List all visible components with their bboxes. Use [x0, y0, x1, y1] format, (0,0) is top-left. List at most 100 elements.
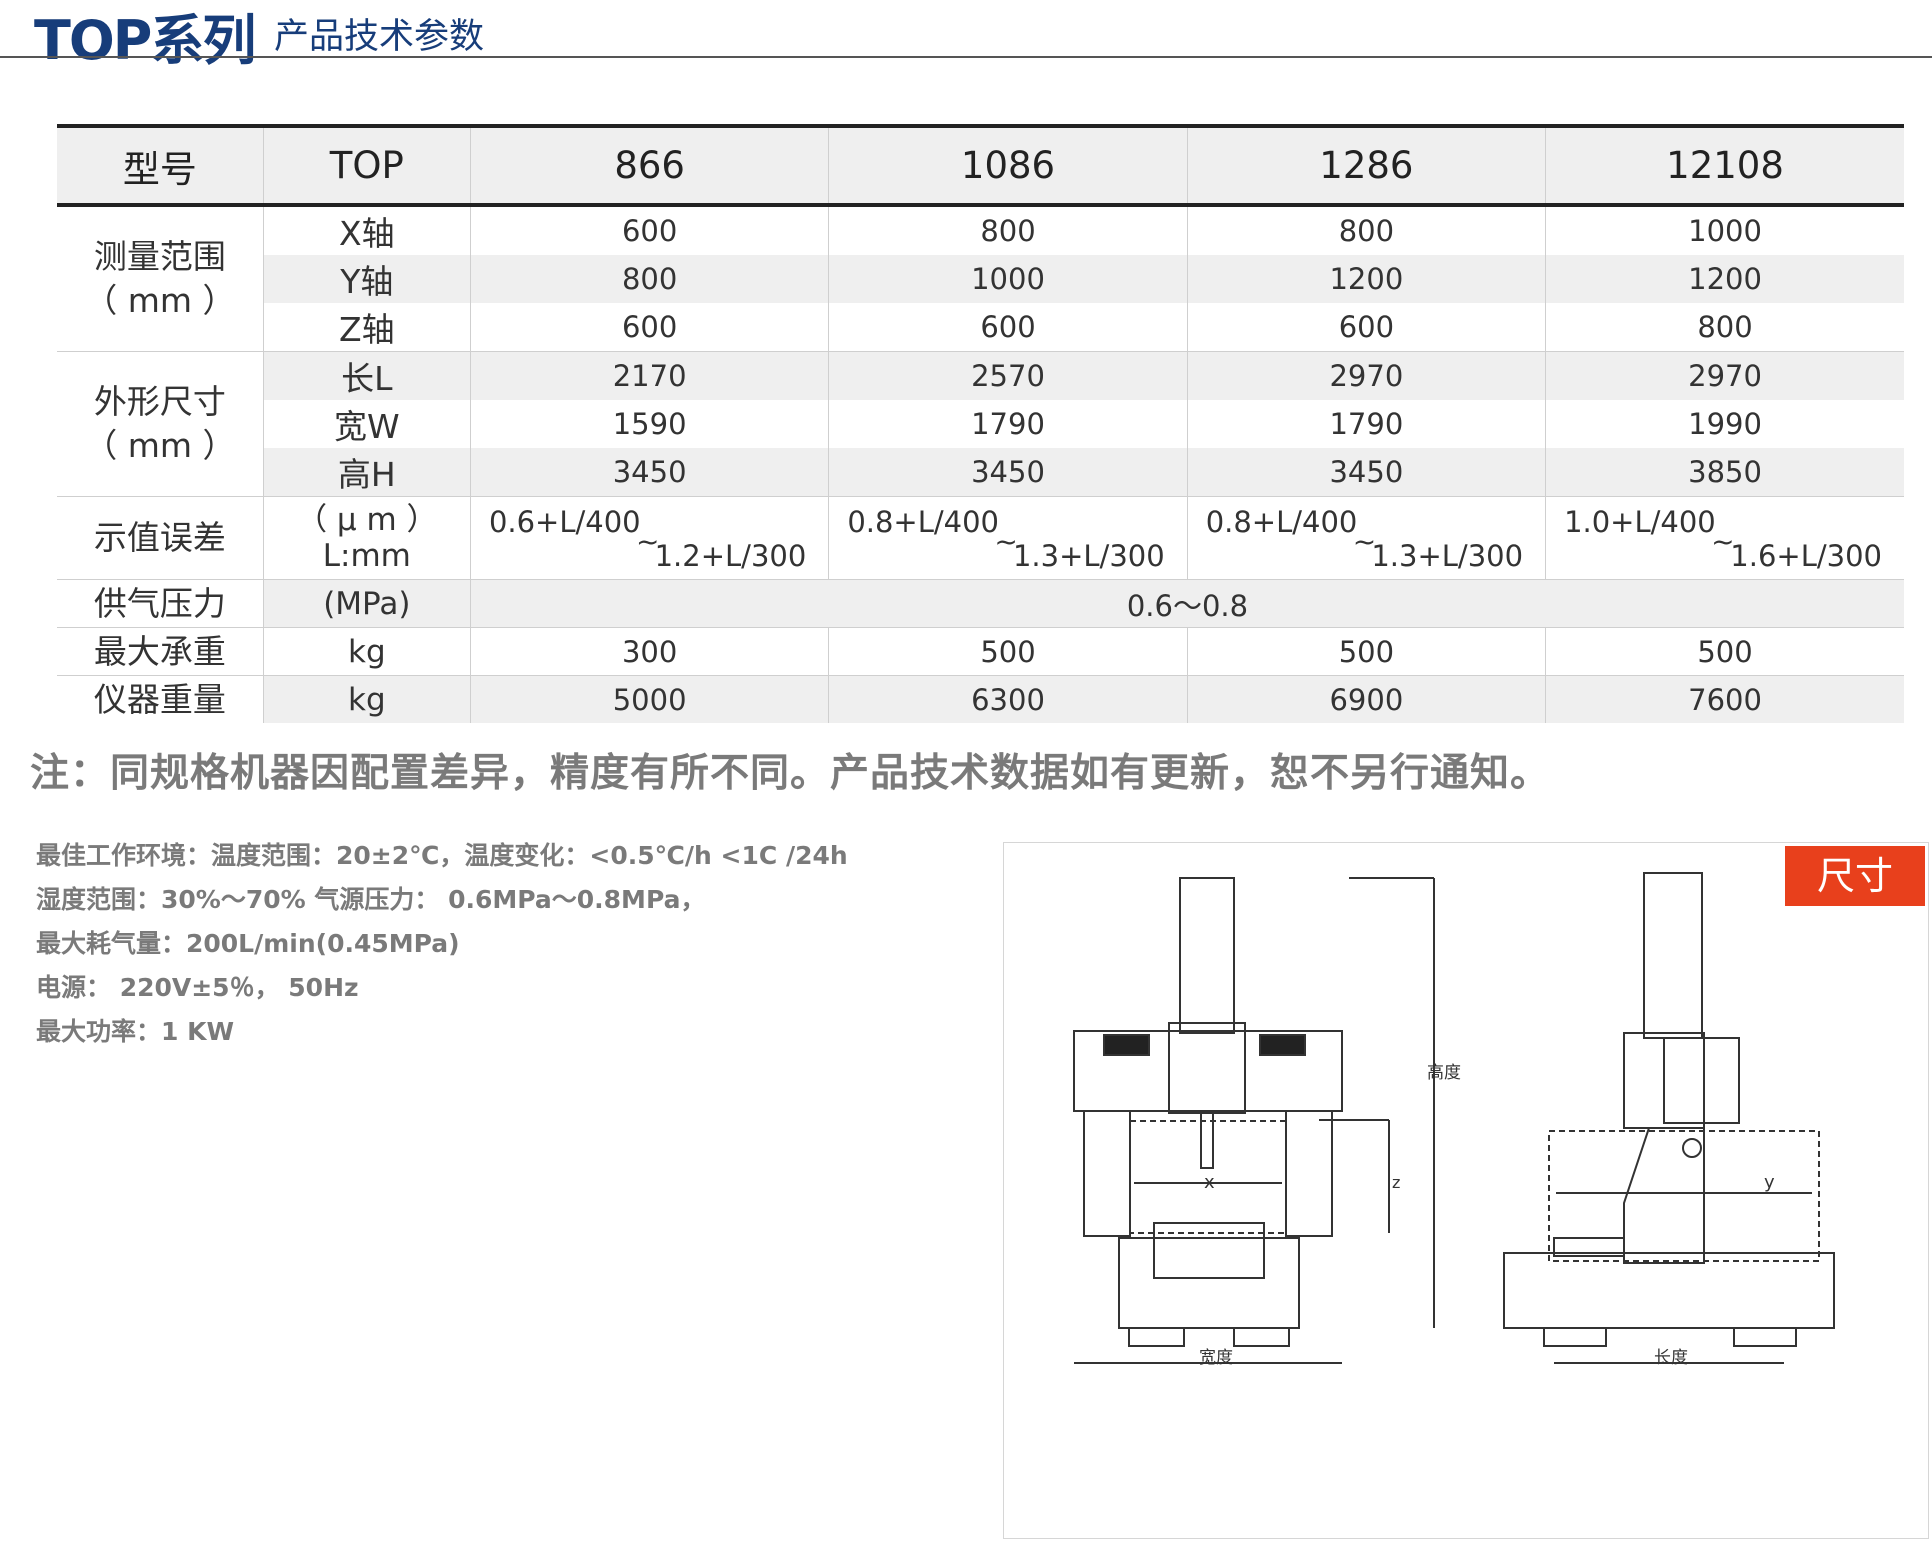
table-cell: 1200	[1545, 255, 1904, 303]
range-unit: （ mm ）	[84, 281, 236, 320]
load-unit: kg	[262, 627, 471, 676]
table-cell: 2170	[469, 351, 829, 400]
range-group-label: 测量范围 （ mm ）	[57, 205, 264, 352]
table-cell: 500	[828, 627, 1188, 676]
table-cell: 2970	[1186, 351, 1546, 400]
table-row: Y轴 800 1000 1200 1200	[57, 255, 1904, 303]
table-cell: 600	[469, 303, 829, 352]
env-line-temperature: 最佳工作环境：温度范围：20±2℃，温度变化：<0.5℃/h <1C /24h	[36, 841, 848, 870]
z-axis-label: z	[1392, 1173, 1400, 1192]
table-row: 宽W 1590 1790 1790 1990	[57, 400, 1904, 448]
disclaimer-note: 注：同规格机器因配置差异，精度有所不同。产品技术数据如有更新，恕不另行通知。	[30, 751, 1551, 796]
accuracy-base: 0.8+L/400	[847, 505, 1000, 539]
front-view	[1073, 877, 1435, 1364]
accuracy-tilde: ~	[1352, 525, 1377, 558]
header-model-1086: 1086	[828, 124, 1188, 207]
table-row: 仪器重量 kg 5000 6300 6900 7600	[57, 675, 1904, 723]
air-unit: (MPa)	[262, 579, 471, 628]
accuracy-unit-um: （ μ m ）	[296, 502, 438, 538]
table-cell: 0.8+L/400 ~ 1.3+L/300	[1186, 496, 1546, 580]
accuracy-max: 1.3+L/300	[1012, 539, 1165, 573]
table-cell: 1200	[1186, 255, 1546, 303]
y-axis-label: y	[1764, 1172, 1775, 1193]
axis-label: 宽W	[262, 400, 471, 448]
accuracy-max: 1.6+L/300	[1730, 539, 1882, 573]
header-model-12108: 12108	[1545, 124, 1904, 207]
accuracy-tilde: ~	[994, 525, 1018, 558]
table-row: 最大承重 kg 300 500 500 500	[57, 627, 1904, 676]
accuracy-tilde: ~	[635, 525, 660, 558]
table-header-row: 型号 TOP 866 1086 1286 12108	[57, 124, 1904, 207]
table-cell: 3450	[469, 448, 829, 497]
table-cell: 600	[469, 205, 829, 255]
table-cell: 500	[1186, 627, 1546, 676]
table-cell: 1990	[1545, 400, 1904, 448]
env-line-humidity: 湿度范围：30%～70% 气源压力： 0.6MPa～0.8MPa，	[36, 885, 706, 914]
width-label: 宽度	[1199, 1348, 1233, 1368]
table-cell: 600	[1186, 303, 1546, 352]
table-cell: 2570	[828, 351, 1188, 400]
height-label: 高度	[1427, 1063, 1461, 1083]
table-cell: 600	[828, 303, 1188, 352]
table-cell: 2970	[1545, 351, 1904, 400]
range-label: 测量范围	[93, 237, 226, 276]
table-cell: 6900	[1186, 675, 1546, 723]
table-row: 供气压力 (MPa) 0.6～0.8	[57, 579, 1904, 628]
env-line-air-consumption: 最大耗气量：200L/min(0.45MPa)	[36, 929, 460, 958]
env-line-power-supply: 电源： 220V±5％， 50Hz	[36, 973, 359, 1002]
table-cell: 1.0+L/400 ~ 1.6+L/300	[1545, 496, 1904, 580]
accuracy-label: 示值误差	[57, 496, 264, 580]
accuracy-unit: （ μ m ） L:mm	[262, 496, 471, 580]
table-cell: 800	[1186, 205, 1546, 255]
table-cell: 800	[469, 255, 829, 303]
accuracy-max: 1.2+L/300	[654, 539, 807, 573]
dims-unit: （ mm ）	[84, 426, 236, 465]
air-label: 供气压力	[57, 579, 264, 628]
table-row: 高H 3450 3450 3450 3850	[57, 448, 1904, 497]
table-row: Z轴 600 600 600 800	[57, 303, 1904, 352]
length-label: 长度	[1654, 1348, 1688, 1368]
x-axis-label: x	[1204, 1172, 1215, 1193]
table-cell: 3850	[1545, 448, 1904, 497]
accuracy-tilde: ~	[1711, 525, 1735, 558]
table-cell: 3450	[1186, 448, 1546, 497]
table-cell: 500	[1545, 627, 1904, 676]
table-cell: 1000	[828, 255, 1188, 303]
table-cell: 0.6+L/400 ~ 1.2+L/300	[469, 496, 829, 580]
accuracy-max: 1.3+L/300	[1371, 539, 1524, 573]
accuracy-base: 0.8+L/400	[1205, 505, 1358, 539]
header-model-866: 866	[469, 124, 829, 207]
load-label: 最大承重	[57, 627, 264, 676]
header-model-1286: 1286	[1186, 124, 1546, 207]
page-header: TOP系列 产品技术参数	[0, 0, 1932, 72]
weight-unit: kg	[262, 675, 471, 723]
weight-label: 仪器重量	[57, 675, 264, 723]
table-cell: 800	[1545, 303, 1904, 352]
table-cell: 7600	[1545, 675, 1904, 723]
env-line-max-power: 最大功率：1 KW	[36, 1017, 235, 1046]
header-rule	[0, 56, 1932, 58]
axis-label: X轴	[262, 205, 471, 255]
dimension-drawing: 高度 z x 宽度 y 长度 尺寸	[1003, 842, 1929, 1539]
table-cell: 3450	[828, 448, 1188, 497]
table-cell: 1000	[1545, 205, 1904, 255]
accuracy-base: 1.0+L/400	[1564, 505, 1716, 539]
header-series-label: TOP	[262, 124, 471, 207]
dimensions-badge: 尺寸	[1785, 846, 1925, 906]
table-cell: 6300	[828, 675, 1188, 723]
table-cell: 5000	[469, 675, 829, 723]
table-cell: 0.8+L/400 ~ 1.3+L/300	[828, 496, 1188, 580]
axis-label: Y轴	[262, 255, 471, 303]
machine-schematic: 高度 z x 宽度 y 长度	[1073, 872, 1835, 1368]
environment-specs: 最佳工作环境：温度范围：20±2℃，温度变化：<0.5℃/h <1C /24h …	[36, 834, 848, 1054]
header-model-label: 型号	[57, 124, 264, 207]
side-view	[1503, 872, 1835, 1364]
table-row: 测量范围 （ mm ） X轴 600 800 800 1000	[57, 205, 1904, 352]
accuracy-unit-l: L:mm	[322, 538, 411, 574]
section-subtitle: 产品技术参数	[274, 17, 485, 57]
series-title: TOP系列	[34, 9, 256, 72]
table-cell: 1790	[1186, 400, 1546, 448]
table-cell: 300	[469, 627, 829, 676]
dims-group-label: 外形尺寸 （ mm ）	[57, 351, 264, 497]
spec-table: 型号 TOP 866 1086 1286 12108 测量范围 （ mm ） X…	[57, 124, 1904, 723]
